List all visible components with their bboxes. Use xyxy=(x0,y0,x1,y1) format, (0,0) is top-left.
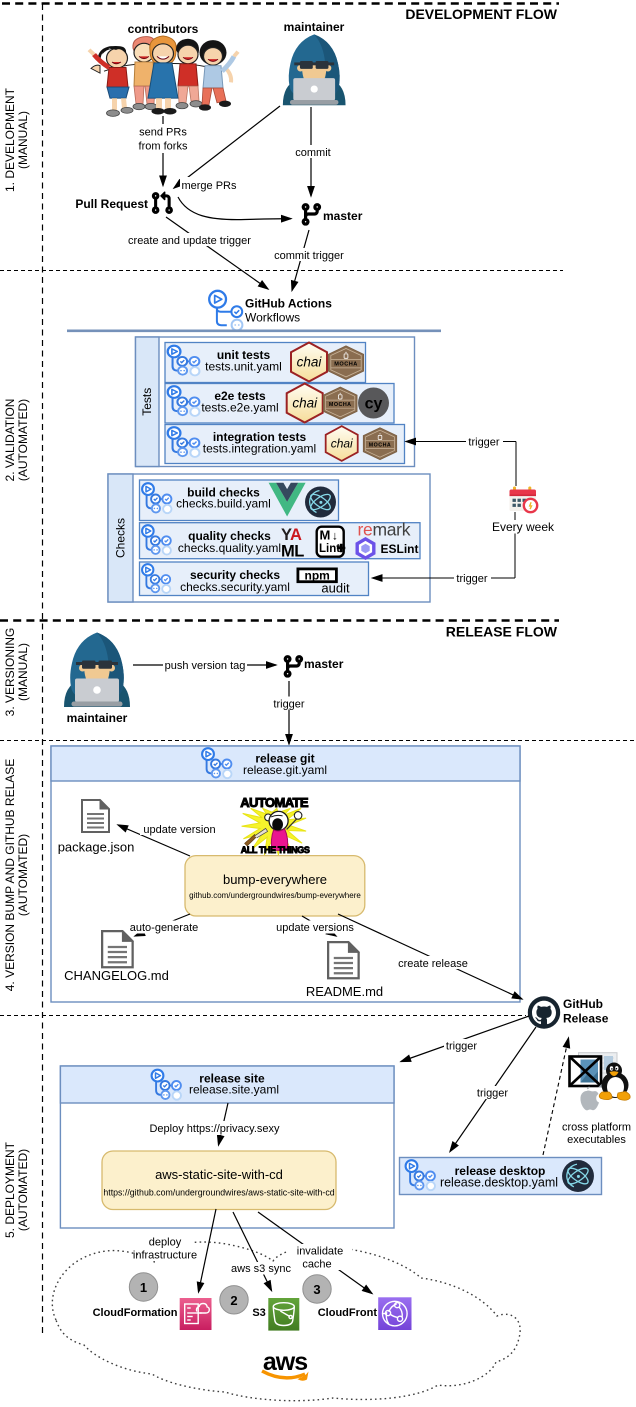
svg-text:update versions: update versions xyxy=(276,922,354,934)
svg-text:send PRs: send PRs xyxy=(139,127,187,139)
svg-text:3: 3 xyxy=(313,1282,320,1297)
svg-text:invalidate: invalidate xyxy=(297,1246,343,1258)
svg-text:Pull Request: Pull Request xyxy=(75,197,148,211)
svg-text:maintainer: maintainer xyxy=(67,711,128,725)
svg-text:1: 1 xyxy=(140,1280,147,1295)
svg-text:master: master xyxy=(304,657,344,671)
svg-text:aws: aws xyxy=(263,1348,307,1376)
svg-text:contributors: contributors xyxy=(128,22,199,36)
svg-text:push version tag: push version tag xyxy=(165,660,246,672)
svg-text:trigger: trigger xyxy=(456,573,488,585)
svg-text:M: M xyxy=(320,528,331,543)
svg-text:YA: YA xyxy=(281,526,302,544)
svg-text:tests.e2e.yaml: tests.e2e.yaml xyxy=(201,401,278,415)
svg-text:Lint: Lint xyxy=(319,543,340,555)
svg-text:release.desktop.yaml: release.desktop.yaml xyxy=(440,1176,558,1190)
svg-text:release.site.yaml: release.site.yaml xyxy=(189,1083,279,1097)
svg-text:AUTOMATE: AUTOMATE xyxy=(240,795,309,810)
svg-text:create and update trigger: create and update trigger xyxy=(128,235,251,247)
svg-text:4. VERSION BUMP AND GITHUB REL: 4. VERSION BUMP AND GITHUB RELASE(AUTOMA… xyxy=(3,759,30,992)
svg-text:↓: ↓ xyxy=(332,529,338,543)
svg-text:maintainer: maintainer xyxy=(284,20,345,34)
svg-text:quality checks: quality checks xyxy=(188,529,271,543)
svg-text:checks.quality.yaml: checks.quality.yaml xyxy=(178,541,281,555)
svg-text:CloudFormation: CloudFormation xyxy=(93,1307,178,1319)
svg-text:ALL THE THINGS: ALL THE THINGS xyxy=(241,845,310,855)
svg-text:tests.integration.yaml: tests.integration.yaml xyxy=(203,442,316,456)
svg-text:from forks: from forks xyxy=(139,141,188,153)
svg-text:package.json: package.json xyxy=(58,840,135,855)
svg-text:3. VERSIONING(MANUAL): 3. VERSIONING(MANUAL) xyxy=(3,628,30,717)
svg-text:integration tests: integration tests xyxy=(213,430,307,444)
svg-text:GitHub Actions: GitHub Actions xyxy=(245,297,332,311)
svg-text:remark: remark xyxy=(358,520,411,540)
svg-text:cross platform: cross platform xyxy=(562,1122,631,1134)
svg-text:CloudFront: CloudFront xyxy=(318,1307,378,1319)
svg-text:checks.build.yaml: checks.build.yaml xyxy=(176,497,271,511)
svg-text:security checks: security checks xyxy=(190,568,280,582)
svg-text:commit trigger: commit trigger xyxy=(274,250,344,262)
svg-text:ML: ML xyxy=(281,543,304,561)
svg-text:tests.unit.yaml: tests.unit.yaml xyxy=(205,360,282,374)
svg-text:README.md: README.md xyxy=(306,984,383,999)
svg-text:GitHub: GitHub xyxy=(563,997,603,1011)
svg-text:e2e tests: e2e tests xyxy=(214,389,266,403)
svg-text:Every week: Every week xyxy=(492,520,555,534)
svg-text:executables: executables xyxy=(567,1134,626,1146)
svg-text:npm: npm xyxy=(305,569,330,583)
svg-text:Tests: Tests xyxy=(140,388,154,416)
svg-text:Release: Release xyxy=(563,1012,609,1026)
svg-text:2: 2 xyxy=(230,1293,237,1308)
svg-text:release site: release site xyxy=(199,1072,265,1086)
svg-text:infrastructure: infrastructure xyxy=(133,1250,197,1262)
svg-text:https://github.com/underground: https://github.com/undergroundwires/aws-… xyxy=(103,1188,334,1198)
svg-text:trigger: trigger xyxy=(446,1041,478,1053)
svg-text:cache: cache xyxy=(302,1259,331,1271)
svg-text:release.git.yaml: release.git.yaml xyxy=(243,763,327,777)
svg-text:release desktop: release desktop xyxy=(455,1164,546,1178)
svg-text:cy: cy xyxy=(365,396,383,413)
svg-text:github.com/undergroundwires/bu: github.com/undergroundwires/bump-everywh… xyxy=(189,891,361,900)
svg-text:RELEASE FLOW: RELEASE FLOW xyxy=(446,624,558,640)
svg-text:audit: audit xyxy=(321,581,350,596)
svg-text:Checks: Checks xyxy=(114,518,128,558)
svg-text:S3: S3 xyxy=(252,1307,265,1319)
svg-text:bump-everywhere: bump-everywhere xyxy=(223,872,327,887)
svg-text:merge PRs: merge PRs xyxy=(181,180,237,192)
svg-text:CHANGELOG.md: CHANGELOG.md xyxy=(64,968,169,983)
svg-text:DEVELOPMENT FLOW: DEVELOPMENT FLOW xyxy=(405,6,557,22)
svg-text:release git: release git xyxy=(255,752,314,766)
svg-text:master: master xyxy=(323,209,363,223)
svg-text:update version: update version xyxy=(143,824,215,836)
svg-text:1. DEVELOPMENT(MANUAL): 1. DEVELOPMENT(MANUAL) xyxy=(3,87,30,192)
svg-text:deploy: deploy xyxy=(149,1237,182,1249)
svg-text:ESLint: ESLint xyxy=(381,542,419,556)
svg-text:checks.security.yaml: checks.security.yaml xyxy=(180,580,290,594)
svg-text:2. VALIDATION(AUTOMATED): 2. VALIDATION(AUTOMATED) xyxy=(3,399,30,482)
svg-text:auto-generate: auto-generate xyxy=(130,922,199,934)
svg-text:Deploy https://privacy.sexy: Deploy https://privacy.sexy xyxy=(149,1123,280,1135)
svg-text:Workflows: Workflows xyxy=(245,311,300,325)
svg-text:build checks: build checks xyxy=(187,486,260,500)
svg-text:5. DEPLOYMENT(AUTOMATED): 5. DEPLOYMENT(AUTOMATED) xyxy=(3,1141,30,1238)
svg-text:trigger: trigger xyxy=(477,1088,509,1100)
svg-text:aws s3 sync: aws s3 sync xyxy=(231,1263,291,1275)
svg-text:unit tests: unit tests xyxy=(217,348,271,362)
svg-text:✚: ✚ xyxy=(337,543,346,555)
svg-text:aws-static-site-with-cd: aws-static-site-with-cd xyxy=(155,1167,283,1182)
svg-text:commit: commit xyxy=(295,147,330,159)
svg-text:trigger: trigger xyxy=(273,699,305,711)
svg-text:trigger: trigger xyxy=(468,437,500,449)
svg-text:create release: create release xyxy=(398,958,468,970)
